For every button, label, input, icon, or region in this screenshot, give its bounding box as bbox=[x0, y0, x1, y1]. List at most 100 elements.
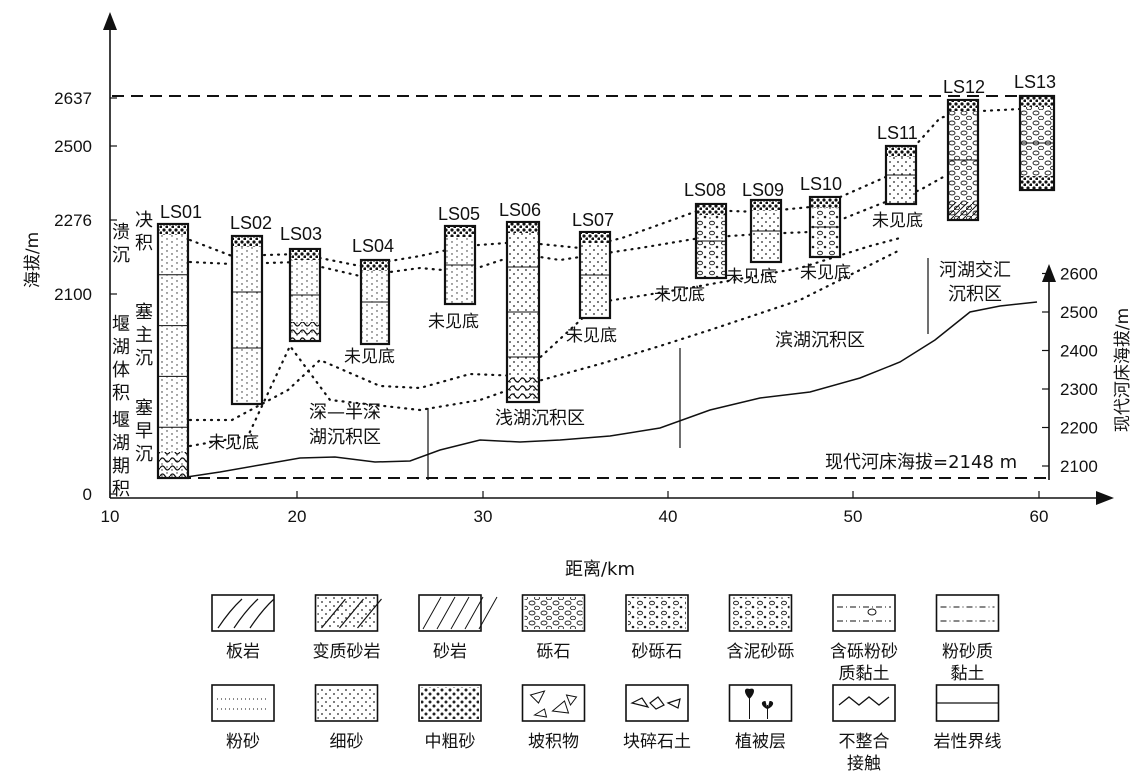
unit-label-char: 塞 bbox=[135, 398, 153, 419]
unit-label-char: 堰 bbox=[112, 410, 130, 431]
legend-item-silty-clay bbox=[937, 595, 999, 631]
left-tick-label: 2637 bbox=[54, 89, 92, 108]
unit-label-char: 沉 bbox=[112, 245, 130, 266]
legend-item-block-rubble-soil bbox=[626, 685, 688, 721]
bottom-tick-label: 50 bbox=[844, 507, 863, 526]
section-label: LS06 bbox=[499, 200, 541, 220]
basal-slate-layer bbox=[508, 376, 538, 401]
basal-coarse-layer bbox=[1021, 176, 1053, 189]
legend-item-unconformity bbox=[833, 685, 895, 721]
legend-label: 变质砂岩 bbox=[313, 642, 381, 662]
bottom-axis-arrow bbox=[1096, 491, 1114, 505]
legend-label: 块碎石土 bbox=[623, 732, 691, 752]
not-seen-bottom-label: 未见底 bbox=[208, 433, 259, 453]
unit-label-char: 体 bbox=[112, 360, 130, 381]
bottom-tick-label: 30 bbox=[474, 507, 493, 526]
section-top-layer bbox=[811, 198, 839, 208]
section-top-layer bbox=[508, 223, 538, 233]
legend-swatch bbox=[730, 685, 792, 721]
bottom-tick-label: 40 bbox=[659, 507, 678, 526]
section-ls06 bbox=[507, 222, 539, 402]
bottom-tick-label: 10 bbox=[101, 507, 120, 526]
not-seen-bottom-label: 未见底 bbox=[344, 347, 395, 367]
legend-label: 细砂 bbox=[330, 732, 364, 752]
section-top-layer bbox=[887, 147, 915, 157]
left-tick-label: 2276 bbox=[54, 211, 92, 230]
section-label: LS01 bbox=[160, 202, 202, 222]
section-top-layer bbox=[752, 201, 780, 211]
unit-label-char: 早 bbox=[135, 421, 153, 442]
section-top-layer bbox=[233, 237, 261, 247]
unit-label-char: 积 bbox=[135, 233, 153, 254]
right-tick-label: 2600 bbox=[1060, 265, 1098, 284]
basal-slate-layer bbox=[159, 452, 187, 477]
right-axis-title: 现代河床海拔/m bbox=[1113, 308, 1133, 432]
legend-swatch bbox=[212, 685, 274, 721]
legend-item-gravelly-silty-clay bbox=[833, 595, 895, 631]
bottom-axis-title: 距离/km bbox=[565, 559, 635, 580]
section-ls01 bbox=[158, 224, 188, 478]
zone-label-deep: 湖沉积区 bbox=[309, 427, 381, 448]
section-ls13 bbox=[1020, 96, 1054, 190]
unit-label-char: 沉 bbox=[135, 348, 153, 369]
legend-item-colluvium bbox=[523, 685, 585, 721]
section-top-layer bbox=[1021, 97, 1053, 107]
section-label: LS02 bbox=[230, 213, 272, 233]
basal-slate-layer bbox=[291, 322, 319, 340]
legend-swatch bbox=[833, 595, 895, 631]
legend-label: 中粗砂 bbox=[425, 732, 476, 752]
section-top-layer bbox=[446, 227, 474, 237]
riverbed-elevation-label: 现代河床海拔=2148 m bbox=[825, 452, 1017, 473]
unit-label-char: 堰 bbox=[112, 314, 130, 335]
unit-label-char: 积 bbox=[112, 383, 130, 404]
section-top-layer bbox=[581, 233, 609, 243]
unit-label-char: 决 bbox=[135, 210, 153, 231]
section-column bbox=[158, 224, 188, 478]
legend-item-sandy-gravel bbox=[626, 595, 688, 631]
legend-label: 质黏土 bbox=[839, 664, 890, 684]
legend-label: 植被层 bbox=[735, 732, 786, 752]
zone-label-deep: 深—半深 bbox=[309, 402, 381, 423]
unit-label-char: 溃 bbox=[112, 222, 130, 243]
section-ls07 bbox=[580, 232, 610, 318]
legend-label: 板岩 bbox=[226, 642, 260, 662]
section-ls10 bbox=[810, 197, 840, 257]
zone-label-confluence: 沉积区 bbox=[948, 284, 1002, 305]
zone-label-shore: 滨湖沉积区 bbox=[775, 330, 865, 351]
legend-item-fine-sand bbox=[316, 685, 378, 721]
not-seen-bottom-label: 未见底 bbox=[800, 263, 851, 283]
section-ls04 bbox=[361, 260, 389, 344]
section-label: LS08 bbox=[684, 180, 726, 200]
not-seen-bottom-label: 未见底 bbox=[872, 211, 923, 231]
section-label: LS13 bbox=[1014, 72, 1056, 92]
legend-item-boundary bbox=[937, 685, 999, 721]
left-tick-label: 2500 bbox=[54, 137, 92, 156]
section-ls05 bbox=[445, 226, 475, 304]
legend-label: 砂岩 bbox=[433, 642, 467, 662]
section-top-layer bbox=[362, 261, 388, 271]
legend-item-silt bbox=[212, 685, 274, 721]
legend-item-vegetation bbox=[730, 685, 792, 721]
legend-item-slate bbox=[212, 595, 274, 631]
zone-label-shallow: 浅湖沉积区 bbox=[495, 408, 585, 429]
section-label: LS05 bbox=[438, 204, 480, 224]
section-label: LS03 bbox=[280, 224, 322, 244]
unit-label-char: 湖 bbox=[112, 433, 130, 454]
section-label: LS11 bbox=[877, 123, 918, 143]
legend-item-gravel bbox=[523, 595, 585, 631]
right-tick-label: 2400 bbox=[1060, 342, 1098, 361]
bottom-tick-label: 60 bbox=[1030, 507, 1049, 526]
legend-label: 砾石 bbox=[537, 642, 571, 662]
legend-label: 含砾粉砂 bbox=[830, 642, 898, 662]
section-ls11 bbox=[886, 146, 916, 204]
unit-label-char: 期 bbox=[112, 456, 130, 477]
left-tick-label: 0 bbox=[83, 485, 92, 504]
unit-label-char: 积 bbox=[112, 479, 130, 500]
right-tick-label: 2100 bbox=[1060, 457, 1098, 476]
left-axis-title: 海拔/m bbox=[23, 232, 43, 288]
not-seen-bottom-label: 未见底 bbox=[726, 267, 777, 287]
legend-item-meta-sandstone bbox=[316, 595, 382, 631]
section-ls08 bbox=[696, 204, 726, 278]
section-column bbox=[232, 236, 262, 404]
